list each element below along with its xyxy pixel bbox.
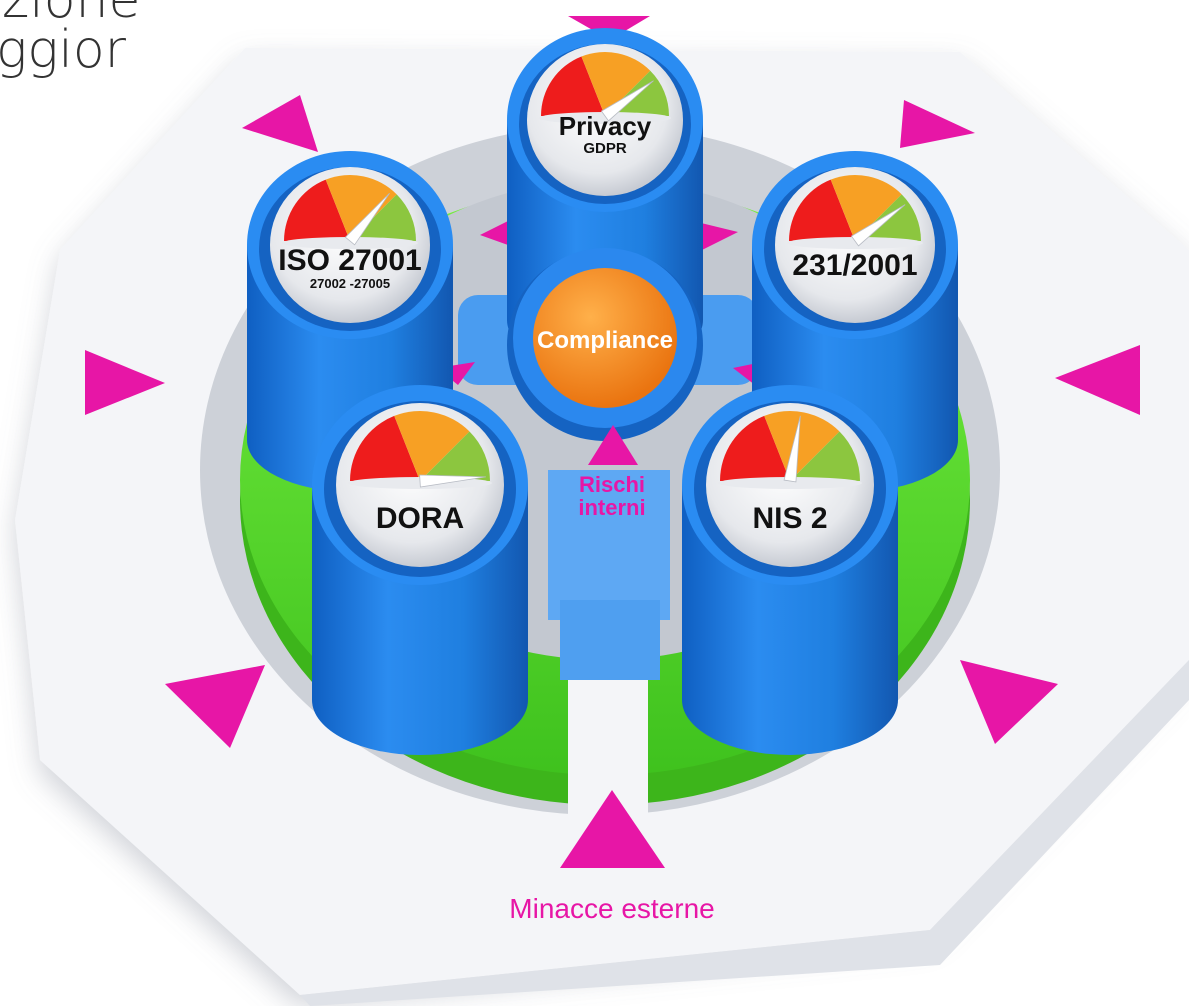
- threat-arrow-2: [900, 100, 975, 148]
- gauge: [718, 410, 862, 489]
- external-threats: Minacce esterne: [509, 790, 715, 924]
- gauge-baseline: [539, 112, 671, 124]
- gauge-needle: [783, 415, 801, 483]
- gauge-orange-zone: [581, 51, 651, 116]
- external-threat-arrow: [560, 790, 665, 868]
- pillar-dora: DORA: [312, 385, 528, 755]
- gauge-needle: [600, 80, 654, 122]
- pillar-d231: 231/2001: [752, 151, 958, 492]
- gauge-orange-zone: [764, 410, 840, 481]
- gauge-red-zone: [720, 415, 790, 481]
- gauge-green-zone: [420, 431, 490, 481]
- internal-risk-arrow: [588, 425, 638, 465]
- pillar-sublabel: GDPR: [583, 140, 627, 157]
- threat-arrow-4: [1055, 345, 1140, 415]
- external-threats-label: Minacce esterne: [509, 893, 714, 924]
- gauge: [282, 175, 418, 249]
- gauge-red-zone: [541, 56, 605, 116]
- gauge-red-zone: [789, 179, 855, 241]
- gauge-orange-zone: [325, 175, 397, 241]
- pillar-label: NIS 2: [752, 502, 827, 535]
- pillar-sublabel: 27002 -27005: [310, 276, 390, 291]
- gauge-green-zone: [350, 194, 416, 241]
- gauge: [539, 51, 671, 124]
- pillar-label: DORA: [376, 502, 464, 535]
- threat-arrow-6: [960, 660, 1058, 744]
- pillar-label: 231/2001: [792, 249, 917, 282]
- compliance-hub: Compliance: [507, 248, 703, 441]
- internal-risks-line-2: interni: [578, 495, 645, 520]
- gauge-red-zone: [350, 415, 420, 481]
- gauge-needle: [344, 192, 390, 246]
- pillar-nis2: NIS 2: [682, 385, 898, 755]
- pillar-label: Privacy: [559, 111, 652, 141]
- compliance-label: Compliance: [537, 327, 673, 354]
- gauge-baseline: [718, 477, 862, 489]
- threat-arrow-3: [85, 350, 165, 415]
- gauge: [787, 175, 923, 249]
- internal-risks: Rischi interni: [578, 425, 646, 520]
- gauge-needle: [419, 474, 486, 488]
- headline-line-2: ggior: [0, 20, 127, 80]
- headline-line-1: zione: [2, 0, 141, 30]
- gauge-baseline: [787, 237, 923, 249]
- gauge-orange-zone: [830, 175, 902, 241]
- gauge: [348, 411, 492, 489]
- gauge-needle: [850, 204, 906, 247]
- threat-markers: [85, 16, 1140, 748]
- threat-arrow-7: [568, 16, 650, 40]
- threat-arrow-5: [165, 665, 265, 748]
- threat-arrow-1: [242, 95, 318, 152]
- pillar-label: ISO 27001: [278, 244, 421, 277]
- threat-arrow-9: [697, 222, 738, 250]
- gauge-red-zone: [284, 179, 350, 241]
- gauge-orange-zone: [394, 411, 470, 481]
- gauge-baseline: [282, 237, 418, 249]
- internal-risks-line-1: Rischi: [579, 472, 645, 497]
- gauge-green-zone: [790, 431, 860, 481]
